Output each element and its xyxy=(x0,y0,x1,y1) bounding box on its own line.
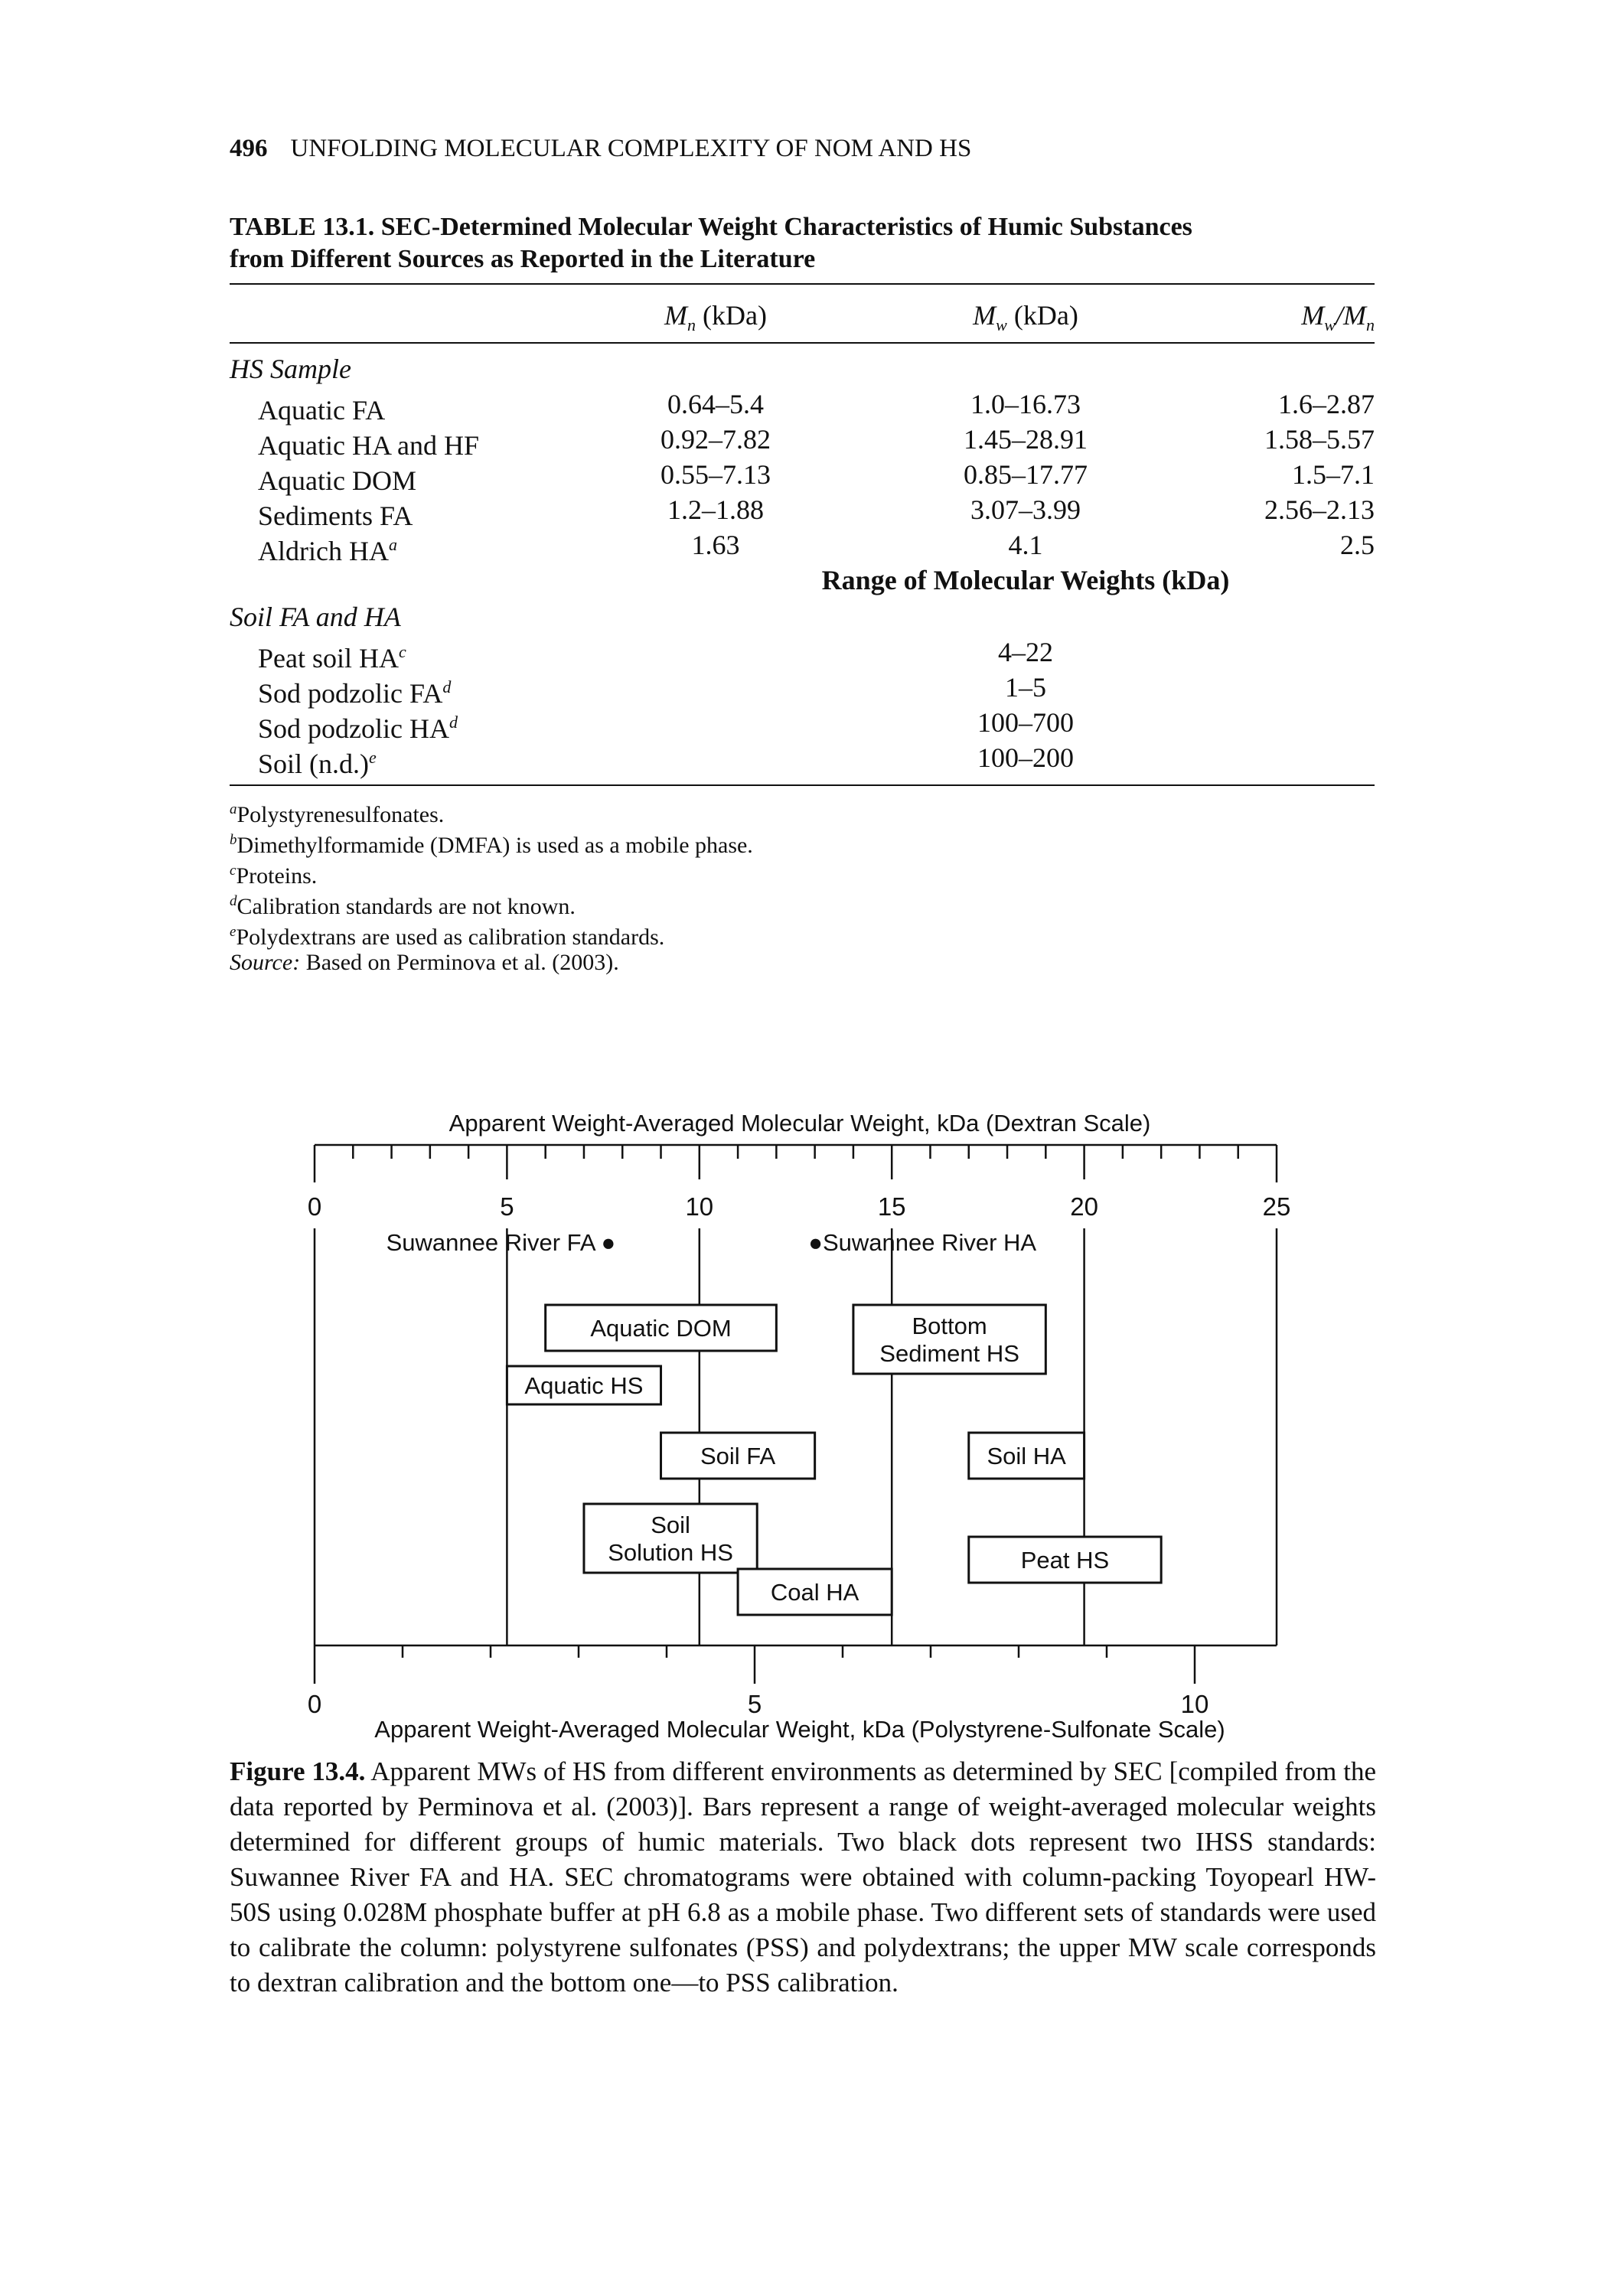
range-bar xyxy=(967,1535,1163,1584)
table-cell-mw: 1.45–28.91 xyxy=(964,424,1088,455)
footnote: dCalibration standards are not known. xyxy=(230,893,576,919)
footnote: aPolystyrenesulfonates. xyxy=(230,801,445,827)
figure-chart: Apparent Weight-Averaged Molecular Weigh… xyxy=(308,1110,1291,1743)
range-bar xyxy=(505,1365,663,1406)
range-bar-label: Bottom xyxy=(912,1313,987,1339)
table-cell-mw: 4.1 xyxy=(1008,530,1043,560)
bottom-axis-tick-label: 10 xyxy=(1181,1690,1209,1718)
table-row-name: Soil (n.d.)e xyxy=(258,748,377,779)
table-cell-mn: 0.55–7.13 xyxy=(660,459,771,490)
range-bar-label: Peat HS xyxy=(1021,1547,1109,1574)
table-cell-range: 100–200 xyxy=(977,742,1074,773)
table-header-rule xyxy=(230,342,1375,344)
footnote: bDimethylformamide (DMFA) is used as a m… xyxy=(230,832,753,858)
range-bar-label: Coal HA xyxy=(771,1579,859,1606)
table-caption-line1: TABLE 13.1. SEC-Determined Molecular Wei… xyxy=(230,213,1192,241)
range-bar-label: Soil HA xyxy=(987,1443,1066,1469)
table-cell-range: 4–22 xyxy=(998,637,1053,667)
section-heading-hs-sample: HS Sample xyxy=(230,354,351,384)
table-bottom-rule xyxy=(230,784,1375,786)
range-bar xyxy=(544,1303,778,1352)
top-axis-tick-label: 20 xyxy=(1070,1192,1098,1221)
range-header: Range of Molecular Weights (kDa) xyxy=(821,565,1230,595)
figure-caption-lead: Figure 13.4. xyxy=(230,1756,366,1786)
table-cell-mn: 0.64–5.4 xyxy=(667,389,764,419)
table-cell-range: 100–700 xyxy=(977,707,1074,738)
table-row-name: Sediments FA xyxy=(258,501,413,531)
table-cell-ratio: 2.56–2.13 xyxy=(1264,494,1375,525)
table-row-name: Aquatic HA and HF xyxy=(258,430,479,461)
table-row-name: Aquatic DOM xyxy=(258,465,416,496)
table-row-name: Peat soil HAc xyxy=(258,642,406,673)
table-cell-mn: 1.63 xyxy=(691,530,740,560)
table-caption-line2: from Different Sources as Reported in th… xyxy=(230,245,816,273)
bottom-axis-title: Apparent Weight-Averaged Molecular Weigh… xyxy=(374,1716,1225,1743)
figure-caption-text: Apparent MWs of HS from different enviro… xyxy=(230,1756,1376,1998)
column-header-mn: Mn (kDa) xyxy=(664,300,767,335)
footnote: cProteins. xyxy=(230,863,318,889)
range-bar xyxy=(660,1431,817,1480)
running-title: UNFOLDING MOLECULAR COMPLEXITY OF NOM AN… xyxy=(290,135,972,162)
table-row-name: Sod podzolic HAd xyxy=(258,713,458,744)
table-source: Source: Based on Perminova et al. (2003)… xyxy=(230,950,619,975)
table-top-rule xyxy=(230,283,1375,285)
table-cell-ratio: 1.6–2.87 xyxy=(1278,389,1375,419)
table-row-name: Sod podzolic FAd xyxy=(258,677,452,709)
table-row-name: Aquatic FA xyxy=(258,395,386,426)
column-header-ratio: Mw/Mn xyxy=(1301,300,1375,335)
column-header-mw: Mw (kDa) xyxy=(973,300,1078,335)
running-head: 496 UNFOLDING MOLECULAR COMPLEXITY OF NOM… xyxy=(230,135,971,163)
top-axis-tick-label: 15 xyxy=(878,1192,906,1221)
range-bar xyxy=(852,1303,1047,1375)
bottom-axis-tick-label: 5 xyxy=(748,1690,762,1718)
top-axis-tick-label: 0 xyxy=(308,1192,321,1221)
table-cell-mn: 0.92–7.82 xyxy=(660,424,771,455)
table-cell-range: 1–5 xyxy=(1005,672,1046,703)
table-cell-ratio: 1.5–7.1 xyxy=(1292,459,1375,490)
table-cell-mw: 3.07–3.99 xyxy=(970,494,1081,525)
section-heading-soil: Soil FA and HA xyxy=(230,602,401,632)
range-bar-label: Soil xyxy=(651,1512,690,1538)
table-caption: TABLE 13.1. SEC-Determined Molecular Wei… xyxy=(230,211,1378,276)
table-row-name: Aldrich HAa xyxy=(258,535,397,566)
table-cell-ratio: 2.5 xyxy=(1340,530,1375,560)
table-cell-ratio: 1.58–5.57 xyxy=(1264,424,1375,455)
range-bar-label: Solution HS xyxy=(608,1539,733,1566)
range-bar xyxy=(582,1502,758,1574)
top-axis-title: Apparent Weight-Averaged Molecular Weigh… xyxy=(449,1110,1151,1137)
range-bar xyxy=(967,1431,1086,1480)
range-bar xyxy=(736,1567,893,1616)
range-bar-label: Aquatic HS xyxy=(524,1372,643,1399)
figure-caption: Figure 13.4. Apparent MWs of HS from dif… xyxy=(230,1754,1376,2001)
top-axis-tick-label: 5 xyxy=(500,1192,514,1221)
bottom-axis-tick-label: 0 xyxy=(308,1690,321,1718)
suwannee-fa-point-label: Suwannee River FA ● xyxy=(387,1229,616,1256)
top-axis-tick-label: 25 xyxy=(1263,1192,1291,1221)
suwannee-ha-point-label: ●Suwannee River HA xyxy=(808,1229,1036,1256)
range-bar-label: Aquatic DOM xyxy=(590,1315,731,1342)
footnote: ePolydextrans are used as calibration st… xyxy=(230,924,665,950)
table-cell-mn: 1.2–1.88 xyxy=(667,494,764,525)
range-bar-label: Soil FA xyxy=(700,1443,776,1469)
table-cell-mw: 0.85–17.77 xyxy=(964,459,1088,490)
page-number: 496 xyxy=(230,135,268,162)
range-bar-label: Sediment HS xyxy=(879,1340,1019,1367)
top-axis-tick-label: 10 xyxy=(685,1192,713,1221)
table-cell-mw: 1.0–16.73 xyxy=(970,389,1081,419)
